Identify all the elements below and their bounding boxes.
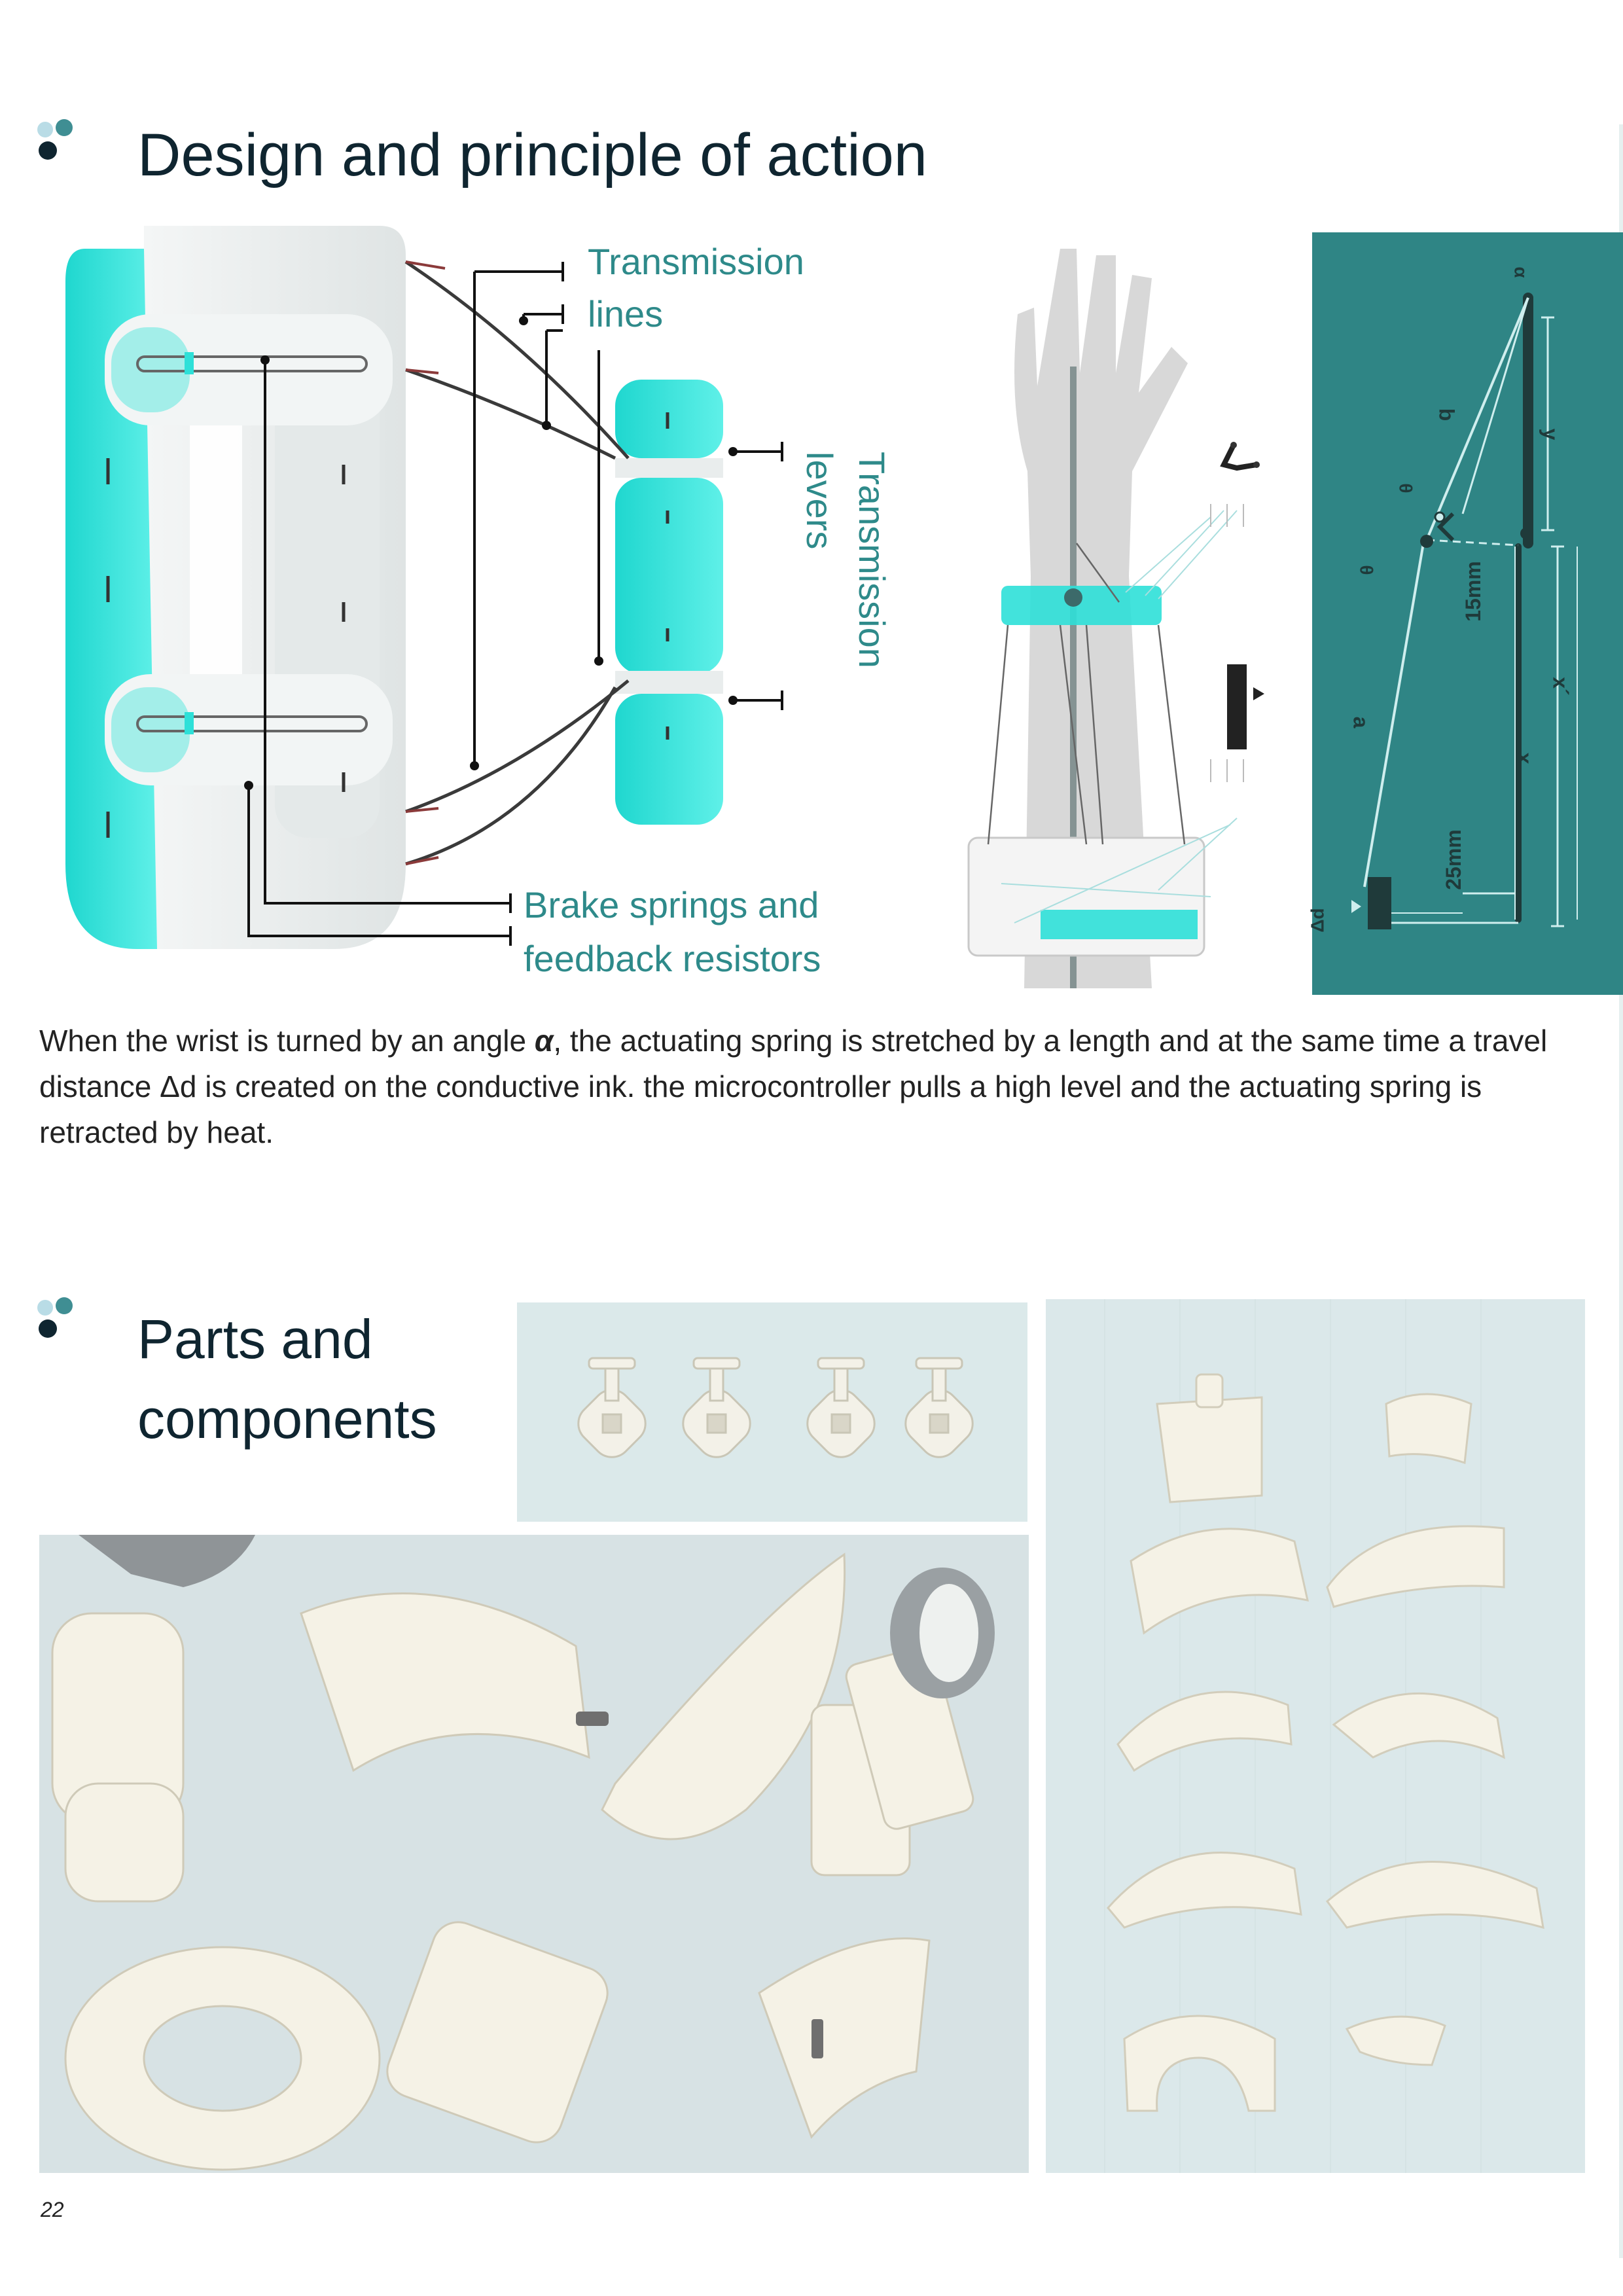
dot-dark <box>39 1319 57 1338</box>
section-bullet-icon <box>36 118 82 164</box>
label-brake-springs-1: Brake springs and <box>524 884 819 925</box>
label-transmission-lines-2: lines <box>588 293 664 334</box>
parts-title-line-2: components <box>137 1388 437 1450</box>
label-15mm: 15mm <box>1461 561 1485 622</box>
section-bullet-icon-2 <box>36 1296 82 1342</box>
housing-segments-drawing <box>1104 1299 1544 2173</box>
dot-mid <box>56 119 73 136</box>
label-x-prime: x´ <box>1548 677 1573 696</box>
parts-title-line-1: Parts and <box>137 1308 373 1370</box>
page-edge-strip <box>1619 124 1623 2258</box>
device-illustration <box>65 226 783 949</box>
printed-parts-drawing <box>39 1535 1029 2173</box>
label-transmission-lines-1: Transmission <box>588 241 804 282</box>
photo-lever-parts <box>517 1302 1027 1522</box>
dot-mid <box>56 1297 73 1314</box>
page-number: 22 <box>41 2198 64 2221</box>
label-alpha: α <box>1510 266 1531 278</box>
label-theta-1: θ <box>1395 483 1416 493</box>
description-alpha: α <box>534 1024 554 1058</box>
label-y: y <box>1539 428 1563 440</box>
label-brake-springs-2: feedback resistors <box>524 938 821 979</box>
lever-parts-drawing <box>577 1357 974 1458</box>
label-x: x <box>1512 752 1537 764</box>
label-transmission-levers-1: Transmission <box>851 452 893 668</box>
dot-light <box>37 122 53 137</box>
parts-section-title: Parts and components <box>137 1299 437 1459</box>
arm-illustration <box>967 249 1264 988</box>
label-a: a <box>1349 716 1373 728</box>
dot-light <box>37 1300 53 1316</box>
photo-housing-segments <box>1046 1299 1585 2173</box>
design-section-title: Design and principle of action <box>137 122 927 188</box>
description-paragraph: When the wrist is turned by an angle α, … <box>39 1018 1597 1155</box>
label-delta-d: Δd <box>1307 908 1328 933</box>
description-part-2: , the actuating spring is stretched by a… <box>39 1024 1548 1149</box>
geometry-diagram <box>1351 293 1578 929</box>
description-part-1: When the wrist is turned by an angle <box>39 1024 535 1058</box>
photo-printed-parts <box>39 1535 1029 2173</box>
geometry-diagram-panel <box>1312 232 1623 995</box>
label-b: b <box>1435 408 1459 422</box>
label-25mm: 25mm <box>1441 829 1465 890</box>
label-theta-2: θ <box>1356 565 1377 575</box>
label-transmission-levers-2: levers <box>799 452 840 550</box>
dot-dark <box>39 141 57 160</box>
